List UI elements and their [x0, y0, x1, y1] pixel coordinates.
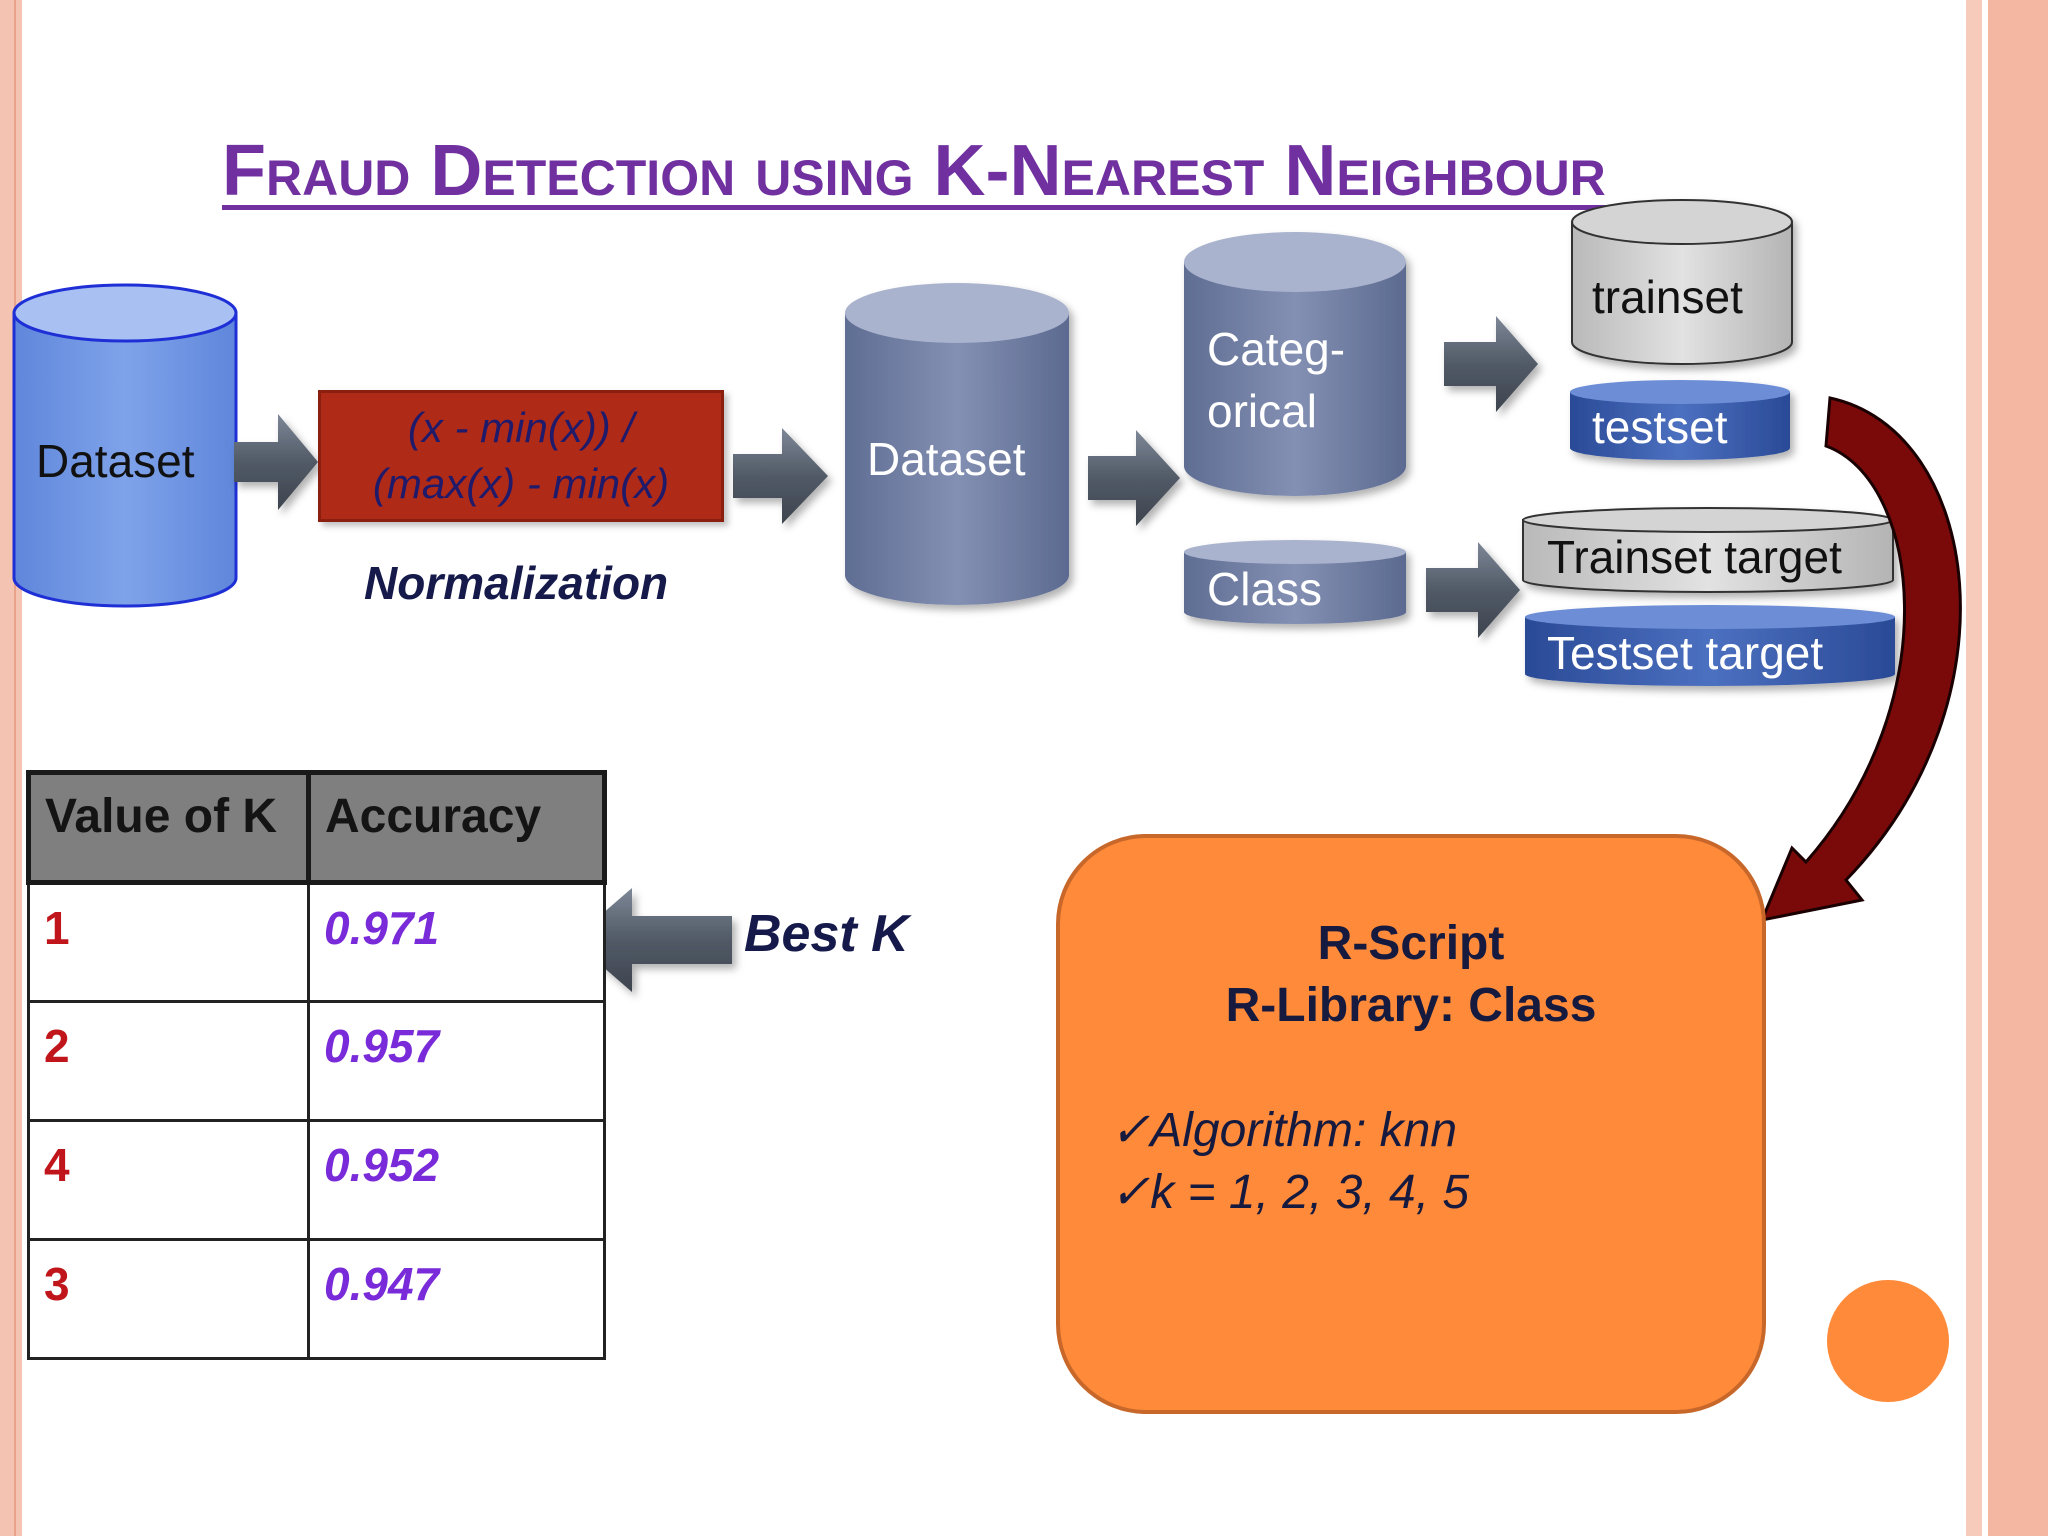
normalization-label: Normalization	[364, 557, 669, 609]
accuracy-value: 0.947	[307, 1238, 606, 1360]
k-accuracy-table: Value of K Accuracy 1 0.971 2 0.957 4 0.…	[26, 770, 607, 1360]
arrow-categorical-to-sets	[1444, 316, 1538, 412]
normalization-formula-box: (x - min(x)) / (max(x) - min(x)	[318, 390, 724, 522]
rlibrary-heading: R-Library: Class	[1225, 979, 1597, 1032]
rscript-box: R-Script R-Library: Class ✓Algorithm: kn…	[1056, 834, 1766, 1414]
curved-arrow-to-rscript	[1759, 396, 1962, 923]
normalization-formula-line2: (max(x) - min(x)	[372, 460, 670, 507]
table-row: 3 0.947	[27, 1238, 606, 1360]
class-cylinder	[1184, 540, 1406, 624]
dataset-normalized-label: Dataset	[867, 433, 1026, 485]
rscript-heading: R-Script	[1317, 917, 1505, 970]
right-slide-border	[1960, 0, 2048, 1536]
testset-target-label: Testset target	[1547, 627, 1824, 679]
categorical-cylinder	[1184, 232, 1406, 496]
testset-label: testset	[1592, 401, 1728, 453]
dataset-normalized-cylinder	[845, 283, 1069, 605]
categorical-label-line1: Categ-	[1207, 323, 1346, 375]
accuracy-value: 0.957	[307, 1000, 606, 1122]
table-row: 4 0.952	[27, 1119, 606, 1241]
trainset-target-label: Trainset target	[1547, 531, 1842, 583]
dataset-raw-label: Dataset	[36, 435, 195, 487]
best-k-arrow	[572, 888, 732, 992]
k-value: 1	[27, 881, 310, 1003]
arrow-dataset-to-normalization	[234, 414, 318, 510]
arrow-class-to-targets	[1426, 542, 1520, 638]
k-value: 2	[27, 1000, 310, 1122]
rscript-item-k-values: ✓k = 1, 2, 3, 4, 5	[1110, 1166, 1470, 1219]
categorical-label-line2: orical	[1207, 385, 1317, 437]
header-value-of-k: Value of K	[26, 770, 311, 885]
table-header-row: Value of K Accuracy	[26, 770, 607, 885]
table-row: 2 0.957	[27, 1000, 606, 1122]
normalization-formula-line1: (x - min(x)) /	[407, 404, 635, 451]
accuracy-value: 0.971	[307, 881, 606, 1003]
trainset-cylinder	[1571, 199, 1793, 365]
best-k-label: Best K	[744, 905, 909, 963]
testset-cylinder	[1570, 380, 1790, 460]
rscript-item-algorithm: ✓Algorithm: knn	[1110, 1104, 1458, 1157]
table-row: 1 0.971	[27, 881, 606, 1003]
header-accuracy: Accuracy	[306, 770, 607, 885]
trainset-target-cylinder	[1522, 507, 1894, 593]
k-value: 3	[27, 1238, 310, 1360]
trainset-label: trainset	[1592, 271, 1743, 323]
k-value: 4	[27, 1119, 310, 1241]
arrow-dataset-to-split	[1088, 430, 1180, 526]
slide-title: Fraud Detection using K-Nearest Neighbou…	[222, 131, 1606, 211]
testset-target-cylinder	[1525, 605, 1895, 686]
arrow-normalization-to-dataset	[733, 428, 828, 524]
class-label: Class	[1207, 563, 1323, 615]
accuracy-value: 0.952	[307, 1119, 606, 1241]
dataset-raw-cylinder	[12, 283, 238, 608]
decorative-circle	[1827, 1280, 1949, 1402]
